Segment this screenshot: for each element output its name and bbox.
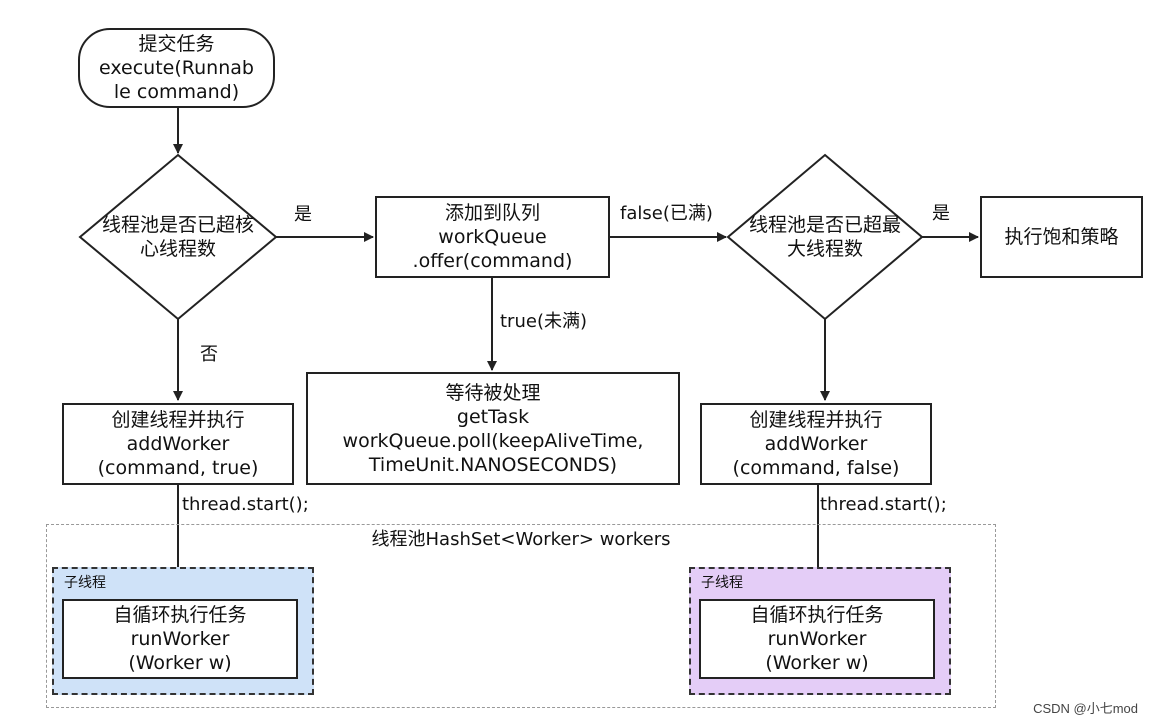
worker-left-line-1: 自循环执行任务 (113, 604, 247, 626)
worker-right-line-2: runWorker (767, 628, 867, 650)
worker-right-node: 自循环执行任务 runWorker (Worker w) (699, 599, 935, 679)
wait-node: 等待被处理 getTask workQueue.poll(keepAliveTi… (306, 372, 680, 485)
add-worker-max-line-2: addWorker (764, 433, 868, 455)
wait-line-3: workQueue.poll(keepAliveTime, (342, 429, 644, 452)
start-node: 提交任务 execute(Runnab le command) (78, 28, 275, 108)
decision-core-line-2: 心线程数 (139, 238, 216, 260)
add-worker-max-line-3: (command, false) (732, 457, 900, 479)
queue-line-2: workQueue (438, 226, 547, 248)
worker-left-tag: 子线程 (64, 575, 106, 591)
start-line-1: 提交任务 (138, 33, 215, 55)
label-thread-start-left: thread.start(); (182, 494, 309, 515)
add-worker-core-line-2: addWorker (126, 433, 230, 455)
worker-right-zone: 子线程 自循环执行任务 runWorker (Worker w) (689, 567, 951, 695)
worker-right-line-3: (Worker w) (765, 652, 869, 674)
add-worker-core-node: 创建线程并执行 addWorker (command, true) (62, 403, 294, 485)
add-worker-max-line-1: 创建线程并执行 (749, 409, 883, 431)
label-queue-true: true(未满) (500, 311, 587, 332)
queue-line-3: .offer(command) (412, 250, 573, 272)
decision-core: 线程池是否已超核 心线程数 (80, 197, 276, 277)
queue-node: 添加到队列 workQueue .offer(command) (375, 196, 610, 278)
wait-line-4: TimeUnit.NANOSECONDS) (368, 453, 618, 476)
worker-left-line-3: (Worker w) (128, 652, 232, 674)
start-line-2: execute(Runnab (99, 57, 254, 79)
reject-node: 执行饱和策略 (980, 196, 1143, 278)
worker-left-node: 自循环执行任务 runWorker (Worker w) (62, 599, 298, 679)
watermark: CSDN @小七mod (1033, 701, 1138, 716)
worker-right-line-1: 自循环执行任务 (750, 604, 884, 626)
worker-left-line-2: runWorker (130, 628, 230, 650)
decision-max: 线程池是否已超最 大线程数 (728, 197, 922, 277)
add-worker-core-line-3: (command, true) (97, 457, 259, 479)
decision-core-line-1: 线程池是否已超核 (101, 214, 254, 236)
wait-line-1: 等待被处理 (445, 381, 541, 404)
queue-line-1: 添加到队列 (444, 202, 540, 224)
reject-line-1: 执行饱和策略 (1004, 226, 1119, 248)
label-queue-false: false(已满) (620, 203, 713, 224)
decision-max-line-2: 大线程数 (786, 238, 863, 260)
add-worker-max-node: 创建线程并执行 addWorker (command, false) (700, 403, 932, 485)
add-worker-core-line-1: 创建线程并执行 (111, 409, 245, 431)
wait-line-2: getTask (456, 405, 530, 428)
label-yes-core: 是 (294, 204, 312, 225)
label-no-core: 否 (200, 344, 218, 365)
label-thread-start-right: thread.start(); (820, 494, 947, 515)
worker-right-tag: 子线程 (701, 575, 743, 591)
worker-left-zone: 子线程 自循环执行任务 runWorker (Worker w) (52, 567, 314, 695)
thread-pool-container: 线程池HashSet<Worker> workers (46, 524, 996, 708)
start-line-3: le command) (113, 81, 240, 103)
thread-pool-title: 线程池HashSet<Worker> workers (371, 529, 671, 550)
decision-max-line-1: 线程池是否已超最 (748, 214, 901, 236)
label-yes-max: 是 (932, 203, 950, 224)
